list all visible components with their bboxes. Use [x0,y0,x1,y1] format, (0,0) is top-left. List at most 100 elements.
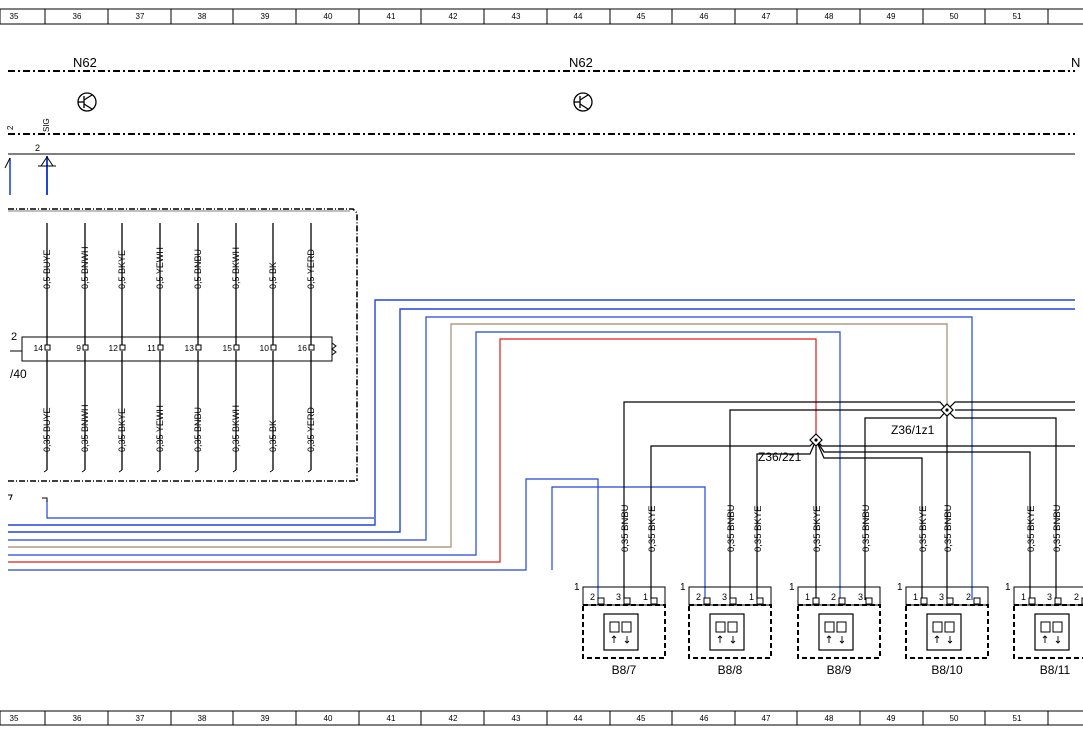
wire-label: 0,35 YEWH [155,405,165,452]
wire-label: 0,5 BK [268,262,278,289]
sensor-B8-10: 11 3 2B8/10 [897,582,989,677]
wire-label: 0,35 BKYE [753,506,764,552]
pin-number: 2 [696,592,701,602]
wire-label: 0,5 BNBU [193,249,203,289]
grid-number: 37 [136,12,145,21]
top-grid-ruler: 35 36 37 38 39 40 41 42 43 44 45 46 47 4… [0,8,1083,25]
grid-number: 50 [950,714,959,723]
wire-label: 0,35 BNBU [943,504,954,552]
wire-label: 0,35 BNBU [620,504,631,552]
pin-number: 1 [913,592,918,602]
wire-label: 0,35 BNBU [1052,504,1063,552]
wire-label: 0,35 BNWH [80,404,90,452]
pin-number: 3 [616,592,621,602]
pin-number: 10 [260,343,270,353]
grid-number: 49 [887,12,896,21]
grid-number: 39 [261,714,270,723]
grid-number: 39 [261,12,270,21]
wire-label: 0,35 BKYE [1026,506,1037,552]
grid-number: 49 [887,714,896,723]
sensor-number: 1 [574,582,580,593]
grid-number: 46 [700,12,709,21]
grid-number: 51 [1013,714,1022,723]
grid-number: 48 [825,714,834,723]
grid-number: 41 [387,714,396,723]
pin-number: 1 [749,592,754,602]
sensor-label: B8/10 [931,663,963,677]
grid-number: 35 [10,12,19,21]
grid-number: 38 [198,12,207,21]
wire-label: 0,35 BKYE [647,506,658,552]
grid-number: 35 [10,714,19,723]
pin-number: 2 [966,592,971,602]
grid-number: 36 [73,714,82,723]
bottom-grid-ruler: 35 36 37 38 39 40 41 42 43 44 45 46 47 4… [0,710,1083,726]
grid-number: 40 [324,12,333,21]
grid-number: 42 [449,12,458,21]
grid-number: 36 [73,12,82,21]
grid-number: 43 [512,12,521,21]
pin-number: 1 [805,592,810,602]
sensor-number: 1 [897,582,903,593]
grid-number: 37 [136,714,145,723]
signal-label: 2 [6,125,15,130]
wire-label: 0,5 BKWH [231,247,241,289]
wire-label: 0,35 BKYE [117,408,127,452]
connector-side-label: /40 [10,367,27,381]
wire-label: 0,35 BKWH [231,405,241,452]
pin-number: 2 [1074,592,1079,602]
sensor-label: B8/9 [827,663,852,677]
connector-block: 2 /40 [8,208,358,482]
grid-number: 42 [449,714,458,723]
splice-label: Z36/1z1 [891,423,935,437]
pin-number: 14 [34,343,44,353]
wire-label: 0,35 BUYE [42,407,52,452]
pin-number: 3 [858,592,863,602]
module-label: N [1071,55,1080,70]
pin-number: 1 [1021,592,1026,602]
wire-label: 0,35 BNBU [861,504,872,552]
grid-number: 44 [574,714,583,723]
grid-number: 50 [950,12,959,21]
wire-label: 0,5 BUYE [42,249,52,289]
grid-number: 48 [825,12,834,21]
pin-number: 15 [223,343,233,353]
wire-label: 0,5 BNWH [80,246,90,289]
pin-number: 1 [643,592,648,602]
wire-label: 0,35 YERD [306,407,316,452]
grid-number: 44 [574,12,583,21]
transistor-icon [77,92,97,112]
pin-number: 12 [109,343,119,353]
grid-number: 38 [198,714,207,723]
pin-number: 3 [939,592,944,602]
grid-number: 45 [637,12,646,21]
sensor-label: B8/8 [718,663,743,677]
wire-label: 0,35 BKYE [918,506,929,552]
module-n62-outline: N62 N62 N [8,55,1080,155]
grid-number: 47 [762,714,771,723]
wire-label: 0,5 YEWH [155,247,165,289]
signal-label: SIG [42,118,51,132]
grid-number: 51 [1013,12,1022,21]
sensor-number: 1 [789,582,795,593]
wire-label: 0,35 BK [268,420,278,452]
sensor-number: 1 [680,582,686,593]
pin-number: 2 [590,592,595,602]
bus-wires [8,299,1075,600]
grid-number: 46 [700,714,709,723]
grid-number: 45 [637,714,646,723]
pin-number: 9 [76,343,81,353]
pin-number: 11 [147,343,156,353]
connector-number: 2 [11,331,17,343]
wire-label: 0,5 BKYE [117,250,127,289]
wire-label: 0,35 BNBU [193,407,203,452]
transistor-icon [573,92,593,112]
wire-label: 0,5 YERD [306,249,316,289]
pin-number: 16 [298,343,308,353]
grid-number: 40 [324,714,333,723]
